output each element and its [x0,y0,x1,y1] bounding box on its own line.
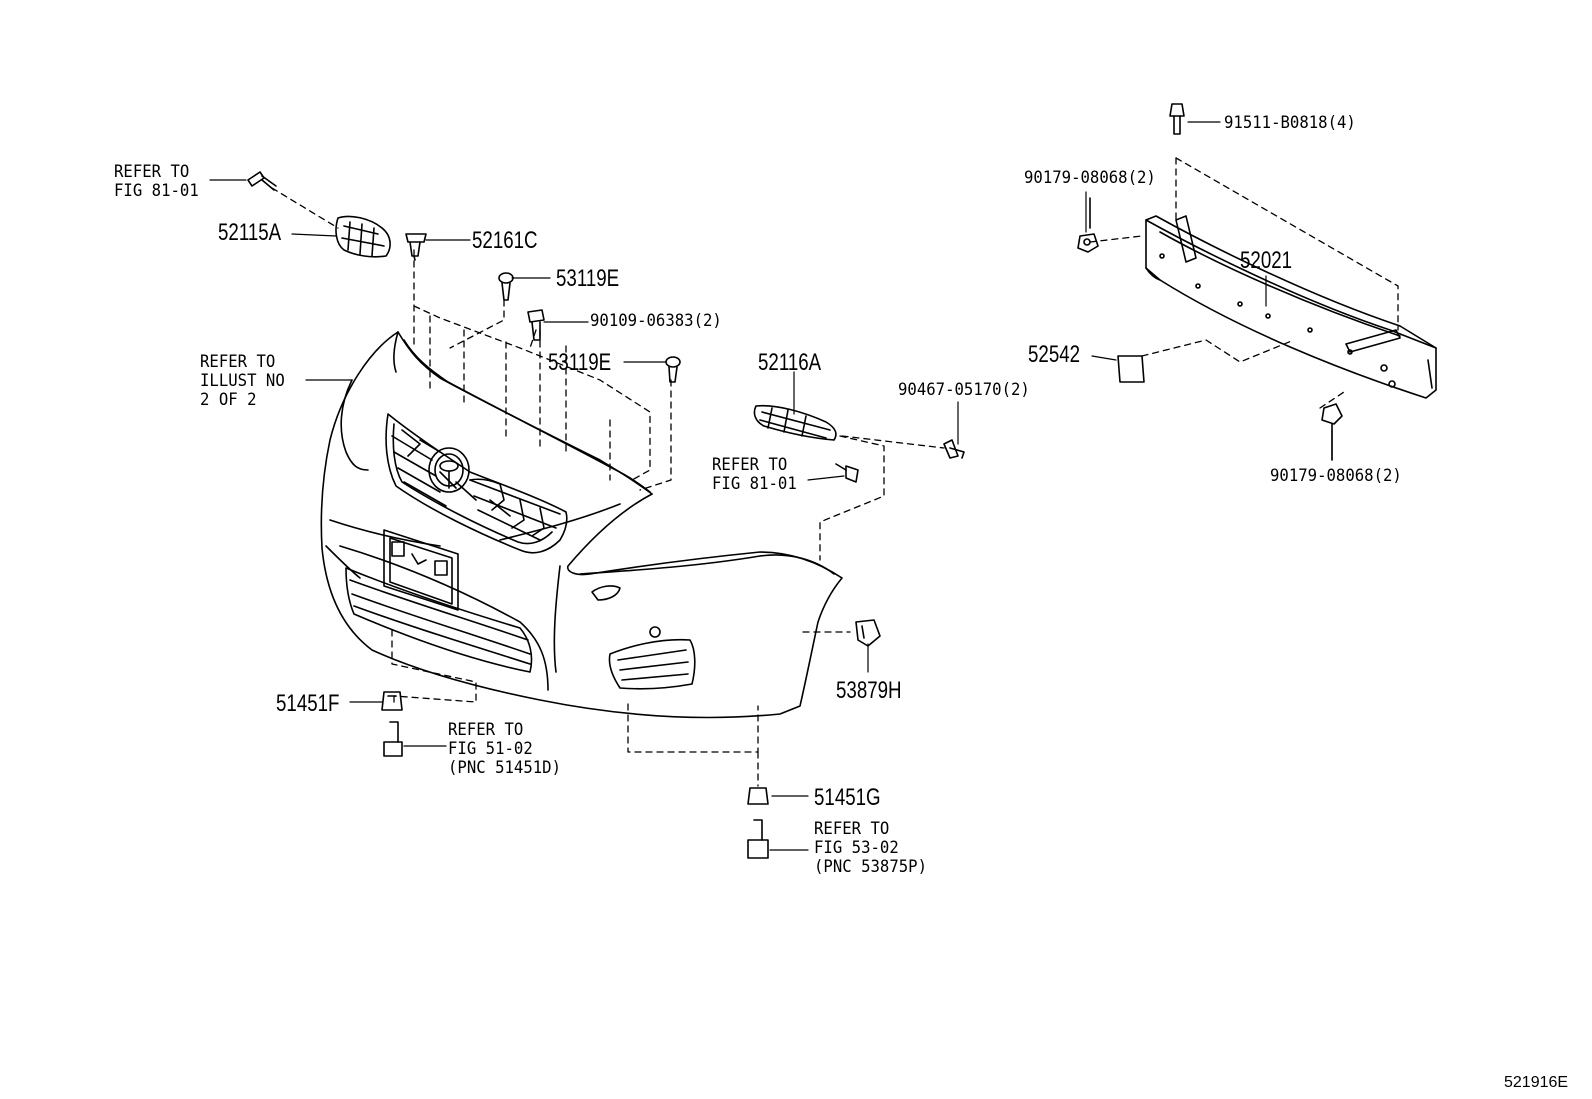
retainer-52116A-drawing [753,404,837,441]
label-52542-drawing [1117,355,1145,383]
ref-fig-81-01-mid: REFER TO FIG 81-01 [712,455,797,494]
bumper-reinforcement-52021 [1145,215,1437,399]
nut-51451F-drawing [381,691,403,711]
part-number-90179-08068-bottom: 90179-08068(2) [1270,466,1402,486]
bolt-53875P-drawing [747,819,769,859]
part-number-91511-B0818: 91511-B0818(4) [1224,113,1356,133]
ref-fig-81-01-top: REFER TO FIG 81-01 [114,162,199,201]
part-number-52021: 52021 [1240,247,1293,274]
figure-id: 521916E [1504,1074,1569,1091]
nut-51451G-drawing [747,787,769,805]
ref-illust-2-of-2: REFER TO ILLUST NO 2 OF 2 [200,352,285,410]
install-leader-lines [271,157,1399,787]
part-number-52116A: 52116A [758,349,822,376]
bolt-91511-drawing [1169,103,1185,135]
clip-90467-drawing [943,439,965,459]
retainer-52115A-drawing [335,215,391,258]
bracket-53879H-drawing [855,619,881,647]
screw-53119E-mid-drawing [665,356,681,383]
bolt-90109-drawing [527,309,545,341]
clip-52161C-drawing [405,233,427,261]
ref-fig-51-02: REFER TO FIG 51-02 (PNC 51451D) [448,720,562,778]
part-number-53119E-top: 53119E [556,265,620,292]
part-number-90109-06383: 90109-06383(2) [590,311,722,331]
bolt-51451D-drawing [383,721,403,757]
part-number-51451G: 51451G [814,784,881,811]
bolt-icon [247,171,277,191]
part-number-51451F: 51451F [276,690,340,717]
part-number-52115A: 52115A [218,219,282,246]
part-number-52542: 52542 [1028,341,1081,368]
front-bumper-cover [320,331,843,719]
part-number-90179-08068-top: 90179-08068(2) [1024,168,1156,188]
part-number-53879H: 53879H [836,677,902,704]
part-number-52161C: 52161C [472,227,538,254]
nut-90179-top-drawing [1077,197,1099,253]
part-number-53119E-mid: 53119E [548,349,612,376]
label-leaders [209,121,1333,851]
ref-fig-53-02: REFER TO FIG 53-02 (PNC 53875P) [814,819,928,877]
part-number-90467-05170: 90467-05170(2) [898,380,1030,400]
screw-53119E-top-drawing [498,272,514,301]
screw-ref-81-01-drawing [835,463,859,483]
